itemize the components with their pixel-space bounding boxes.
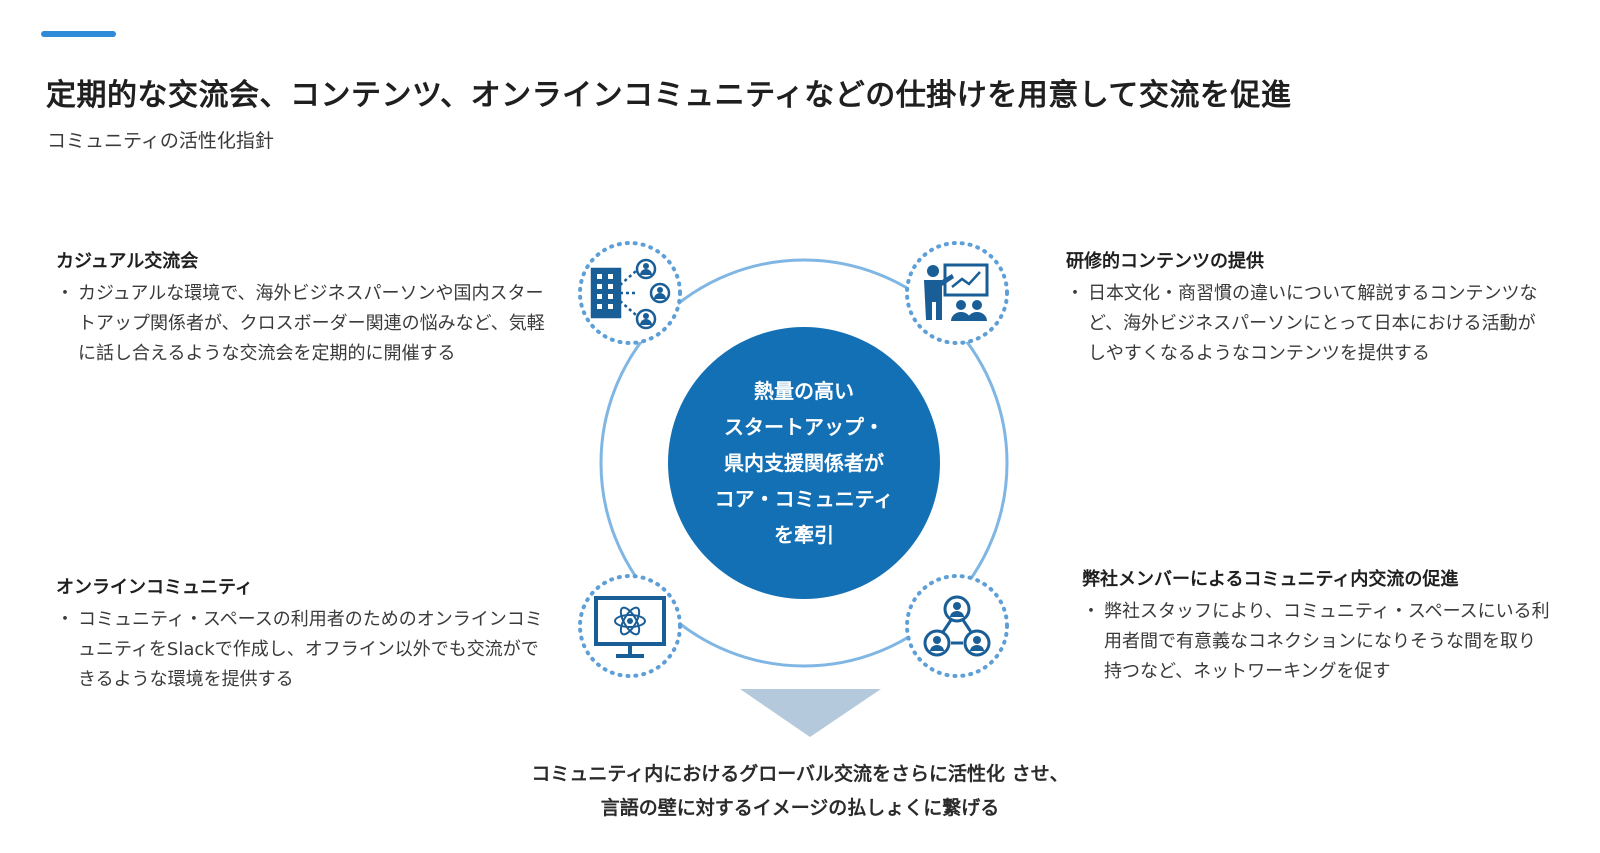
block-body: 日本文化・商習慣の違いについて解説するコンテンツなど、海外ビジネスパーソンにとっ… — [1088, 283, 1538, 364]
center-line: 県内支援関係者が — [724, 451, 884, 475]
block-body: コミュニティ・スペースの利用者のためのオンラインコミュニティをSlackで作成し… — [78, 609, 543, 690]
center-line: を牽引 — [774, 523, 834, 547]
down-arrow — [740, 689, 881, 737]
block-title: 研修的コンテンツの提供 — [1066, 251, 1264, 272]
block-text: ・弊社スタッフにより、コミュニティ・スペースにいる利用者間で有意義なコネクション… — [1082, 597, 1552, 687]
block-text: ・コミュニティ・スペースの利用者のためのオンラインコミュニティをSlackで作成… — [56, 605, 546, 695]
bullet: ・ — [1082, 601, 1100, 622]
block-title: 弊社メンバーによるコミュニティ内交流の促進 — [1082, 569, 1459, 590]
center-line: スタートアップ・ — [724, 415, 884, 439]
center-line: 熱量の高い — [754, 379, 854, 403]
conclusion-text: コミュニティ内におけるグローバル交流をさらに活性化 させ、 言語の壁に対するイメ… — [400, 757, 1200, 825]
bullet: ・ — [56, 609, 74, 630]
core-community-label: 熱量の高い スタートアップ・ 県内支援関係者が コア・コミュニティ を牽引 — [668, 332, 940, 594]
page-title: 定期的な交流会、コンテンツ、オンラインコミュニティなどの仕掛けを用意して交流を促… — [46, 78, 1292, 113]
bullet: ・ — [1066, 283, 1084, 304]
online-community-block: オンラインコミュニティ ・コミュニティ・スペースの利用者のためのオンラインコミュ… — [56, 573, 546, 695]
page-subtitle: コミュニティの活性化指針 — [47, 130, 274, 152]
member-facilitation-block: 弊社メンバーによるコミュニティ内交流の促進 ・弊社スタッフにより、コミュニティ・… — [1082, 565, 1552, 687]
conclusion-line: 言語の壁に対するイメージの払しょくに繋げる — [600, 797, 1000, 819]
bullet: ・ — [56, 283, 74, 304]
center-line: コア・コミュニティ — [714, 487, 894, 511]
conclusion-line: コミュニティ内におけるグローバル交流をさらに活性化 させ、 — [531, 763, 1069, 785]
casual-meetup-block: カジュアル交流会 ・カジュアルな環境で、海外ビジネスパーソンや国内スタートアップ… — [56, 247, 546, 369]
accent-bar — [41, 31, 116, 37]
building-network-icon — [578, 241, 682, 345]
training-content-block: 研修的コンテンツの提供 ・日本文化・商習慣の違いについて解説するコンテンツなど、… — [1066, 247, 1546, 369]
block-body: 弊社スタッフにより、コミュニティ・スペースにいる利用者間で有意義なコネクションに… — [1104, 601, 1550, 682]
monitor-atom-icon — [578, 574, 682, 678]
block-text: ・カジュアルな環境で、海外ビジネスパーソンや国内スタートアップ関係者が、クロスボ… — [56, 279, 546, 369]
block-text: ・日本文化・商習慣の違いについて解説するコンテンツなど、海外ビジネスパーソンにと… — [1066, 279, 1546, 369]
block-title: カジュアル交流会 — [56, 251, 199, 272]
block-title: オンラインコミュニティ — [56, 577, 253, 598]
presentation-icon — [905, 241, 1009, 345]
block-body: カジュアルな環境で、海外ビジネスパーソンや国内スタートアップ関係者が、クロスボー… — [78, 283, 545, 364]
